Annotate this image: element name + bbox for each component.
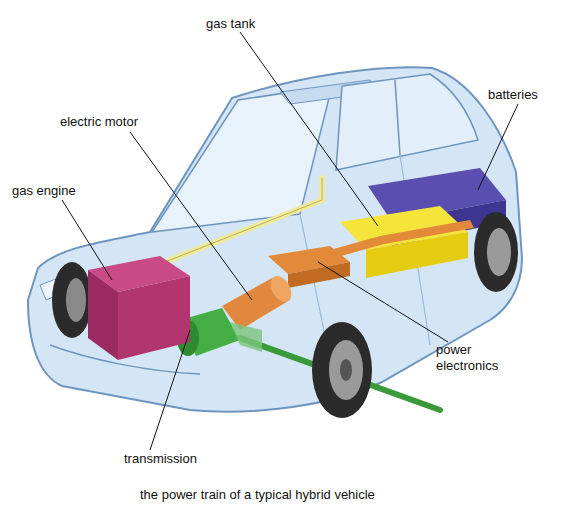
leader-line (130, 132, 252, 300)
part-label: gas engine (12, 183, 102, 199)
part-label: power electronics (436, 342, 516, 374)
transmission-bell (230, 322, 262, 352)
leader-line (478, 104, 518, 190)
leader-line (318, 262, 448, 342)
leader-line (150, 330, 190, 450)
door-pillar (395, 80, 400, 155)
front-left-wheel (52, 262, 92, 338)
rear-right-wheel (474, 212, 518, 292)
part-label: transmission (124, 451, 224, 467)
motor-end (266, 272, 296, 305)
part-label: electric motor (60, 114, 170, 130)
hub (66, 278, 86, 322)
part-label: batteries (488, 87, 568, 103)
windshield (152, 86, 332, 232)
front-right-wheel (312, 322, 372, 418)
side-window (336, 74, 478, 170)
leader-line (62, 200, 112, 280)
part-label: gas tank (206, 16, 296, 32)
cable (330, 220, 474, 258)
fuel-line (165, 178, 322, 262)
power-electronics-side (288, 262, 350, 288)
engine-side (88, 270, 118, 360)
hub (487, 228, 511, 276)
fuel-line-edge (165, 178, 322, 262)
hub (329, 340, 363, 400)
leader-line (240, 32, 378, 226)
hub-center (340, 359, 352, 381)
car-body (28, 67, 522, 411)
figure-caption: the power train of a typical hybrid vehi… (140, 487, 460, 503)
engine-front (118, 276, 190, 360)
